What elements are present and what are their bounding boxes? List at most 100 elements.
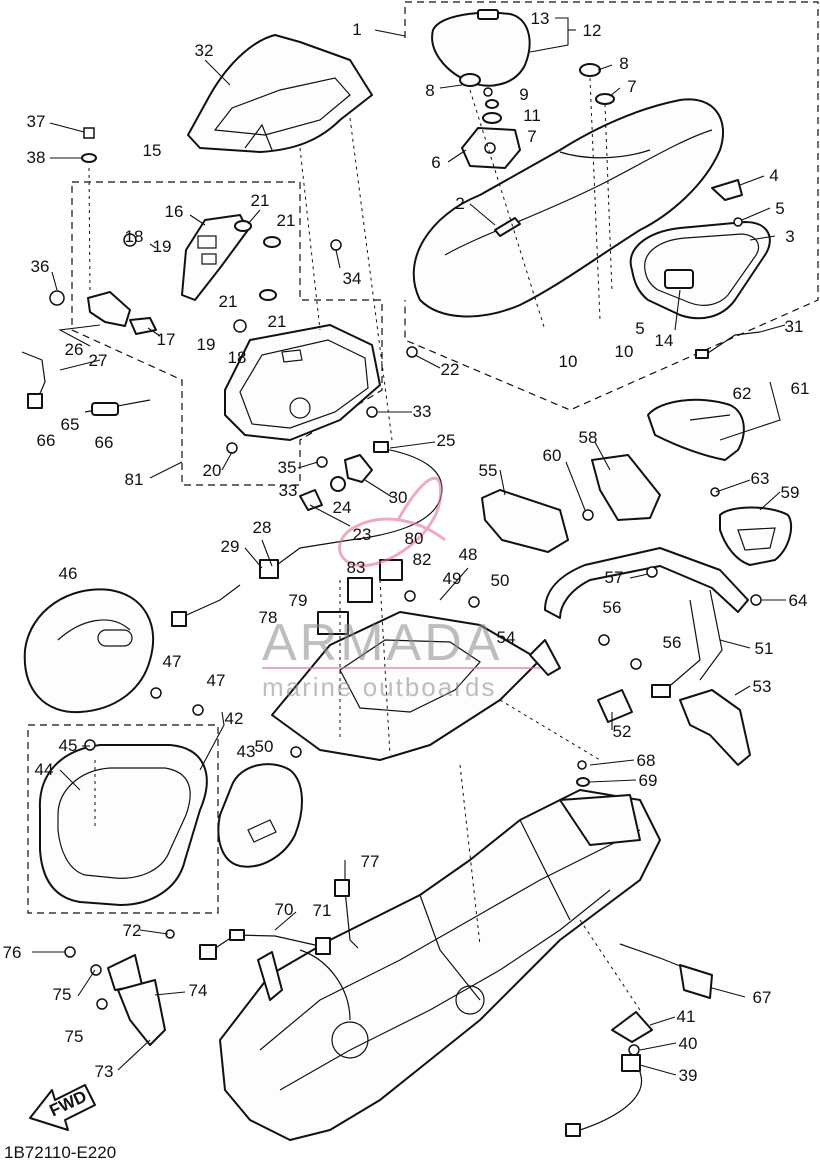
callout-56: 56 (603, 598, 622, 617)
grab-rail (544, 547, 749, 698)
callout-16: 16 (165, 202, 184, 221)
callout-48: 48 (459, 545, 478, 564)
callout-52: 52 (613, 722, 632, 741)
callout-66: 66 (37, 431, 56, 450)
callout-37: 37 (27, 112, 46, 131)
seat-group-border (404, 1, 819, 411)
rear-cover (647, 398, 745, 461)
callout-82: 82 (413, 550, 432, 569)
callout-3: 3 (785, 227, 794, 246)
callout-47: 47 (163, 652, 182, 671)
callout-58: 58 (579, 428, 598, 447)
callout-67: 67 (753, 988, 772, 1007)
callout-17: 17 (157, 330, 176, 349)
callout-23: 23 (353, 525, 372, 544)
callout-60: 60 (543, 446, 562, 465)
callout-42: 42 (225, 709, 244, 728)
luggage-group-border (27, 724, 219, 914)
callout-72: 72 (123, 921, 142, 940)
callout-74: 74 (189, 981, 208, 1000)
cable-assembly (171, 441, 443, 627)
callout-22: 22 (441, 360, 460, 379)
callout-2: 2 (455, 194, 464, 213)
callout-21: 21 (277, 211, 296, 230)
callout-61: 61 (791, 379, 810, 398)
callout-65: 65 (61, 415, 80, 434)
callout-10: 10 (559, 352, 578, 371)
callout-5: 5 (775, 199, 784, 218)
callout-44: 44 (35, 760, 54, 779)
callout-15: 15 (143, 141, 162, 160)
callout-54: 54 (497, 628, 516, 647)
callout-64: 64 (789, 591, 808, 610)
callout-8: 8 (425, 81, 434, 100)
leader-lines (32, 17, 786, 1076)
callout-26: 26 (65, 340, 84, 359)
callout-25: 25 (437, 431, 456, 450)
callout-32: 32 (195, 41, 214, 60)
callout-18: 18 (228, 348, 247, 367)
callout-34: 34 (343, 269, 362, 288)
callout-79: 79 (289, 591, 308, 610)
frame-accessories (64, 879, 713, 1137)
callout-5: 5 (635, 319, 644, 338)
callout-50: 50 (255, 737, 274, 756)
box-hinge (87, 291, 157, 335)
callout-77: 77 (361, 852, 380, 871)
box-group-border (71, 181, 383, 486)
callout-31: 31 (785, 317, 804, 336)
harness-clip (21, 351, 151, 416)
callout-55: 55 (479, 461, 498, 480)
callout-12: 12 (583, 21, 602, 40)
callout-10: 10 (615, 342, 634, 361)
part-code: 1B72110-E220 (4, 1143, 116, 1162)
callout-28: 28 (253, 518, 272, 537)
callout-33: 33 (413, 402, 432, 421)
storage-box (224, 324, 381, 441)
callout-21: 21 (251, 191, 270, 210)
callout-13: 13 (531, 9, 550, 28)
callout-29: 29 (221, 537, 240, 556)
callout-80: 80 (405, 529, 424, 548)
seat-seal-ring (629, 221, 771, 320)
box-cover-panel (150, 687, 303, 868)
callout-53: 53 (753, 677, 772, 696)
backrest-bracket (461, 127, 521, 169)
callout-47: 47 (207, 671, 226, 690)
callout-43: 43 (237, 742, 256, 761)
callout-75: 75 (65, 1027, 84, 1046)
side-bracket (481, 454, 762, 766)
callout-4: 4 (769, 166, 778, 185)
callout-21: 21 (268, 312, 287, 331)
callout-75: 75 (53, 985, 72, 1004)
callout-24: 24 (333, 498, 352, 517)
callout-62: 62 (733, 384, 752, 403)
backrest-cushion (431, 9, 531, 87)
callout-7: 7 (627, 77, 636, 96)
vehicle-frame (219, 760, 661, 1141)
callout-11: 11 (523, 106, 541, 125)
callout-50: 50 (491, 571, 510, 590)
callout-41: 41 (677, 1007, 696, 1026)
watermark: ARMADA marine outboards (262, 476, 540, 702)
callout-46: 46 (59, 564, 78, 583)
assembly-lines (88, 77, 641, 1011)
callout-70: 70 (275, 900, 294, 919)
callout-63: 63 (751, 469, 770, 488)
storage-lid (23, 588, 155, 714)
callout-81: 81 (125, 470, 144, 489)
callout-9: 9 (519, 85, 528, 104)
callout-40: 40 (679, 1034, 698, 1053)
callout-30: 30 (389, 488, 408, 507)
watermark-brand: ARMADA (262, 614, 502, 672)
callout-6: 6 (431, 153, 440, 172)
seat-washers (459, 63, 615, 124)
callout-19: 19 (197, 335, 216, 354)
seat-hook (711, 179, 743, 227)
callout-1: 1 (352, 20, 361, 39)
callout-59: 59 (781, 483, 800, 502)
callout-20: 20 (203, 461, 222, 480)
tail-lamp (719, 506, 793, 566)
callout-19: 19 (153, 237, 172, 256)
